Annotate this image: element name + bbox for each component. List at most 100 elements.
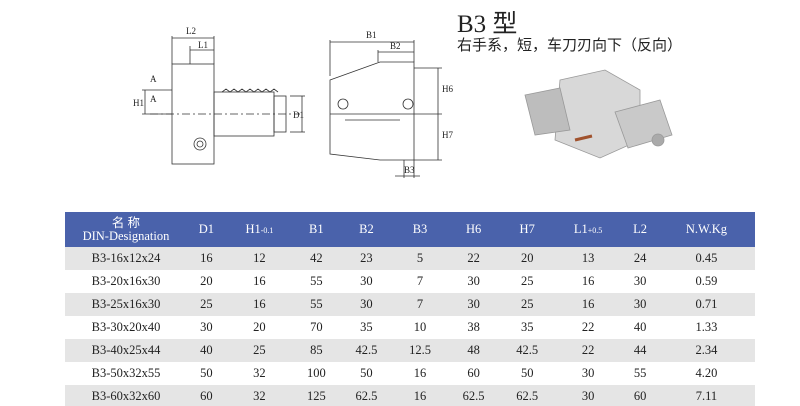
- dim-label-l2: L2: [186, 26, 196, 36]
- dim-label-h7: H7: [442, 130, 453, 140]
- table-cell: 4.20: [695, 366, 718, 380]
- table-cell: 5: [393, 247, 447, 270]
- table-cell: 35: [360, 320, 373, 334]
- table-cell: 62.5: [339, 385, 394, 406]
- cell-designation: B3-50x32x55: [91, 366, 161, 380]
- dim-label-b2: B2: [390, 41, 401, 51]
- header-label: L1: [573, 221, 588, 236]
- table-cell: 55: [633, 366, 647, 380]
- table-cell: 16: [253, 274, 266, 288]
- header-label: H7: [519, 222, 535, 236]
- table-cell: 60: [622, 385, 658, 406]
- table-cell: 16: [581, 274, 595, 288]
- table-cell: 16: [393, 385, 447, 406]
- table-cell: 50: [360, 366, 373, 380]
- table-cell: 22: [446, 247, 501, 270]
- table-cell: 23: [339, 247, 394, 270]
- header-b2: B2: [339, 212, 394, 247]
- table-cell: 100: [306, 366, 326, 380]
- dim-label-a: A: [150, 74, 157, 84]
- header-label: B1: [309, 222, 324, 236]
- table-cell: 40: [187, 339, 226, 362]
- table-cell: 85: [293, 339, 340, 362]
- table-cell: 16: [553, 293, 623, 316]
- table-cell: 48: [446, 339, 501, 362]
- table-cell: 16: [187, 247, 226, 270]
- header-name-en: DIN-Designation: [82, 228, 170, 243]
- page-title: B3 型: [457, 11, 518, 38]
- table-cell: 25: [520, 274, 534, 288]
- header-label: H1: [245, 221, 261, 236]
- header-l2: L2: [622, 212, 658, 247]
- header-l1: L1+0.5: [553, 212, 623, 247]
- table-cell: 55: [293, 293, 340, 316]
- header-label: L2: [633, 222, 648, 236]
- dim-label-d1: D1: [293, 110, 304, 120]
- table-cell: 12.5: [393, 339, 447, 362]
- table-cell: 25: [225, 339, 294, 362]
- table-cell: 12: [225, 247, 294, 270]
- product-3d-image: [524, 69, 673, 159]
- header-h7: H7: [500, 212, 554, 247]
- dim-label-b1: B1: [366, 30, 377, 40]
- side-view-drawing: [142, 36, 305, 165]
- table-cell: 55: [310, 274, 323, 288]
- header-nwkg: N.W.Kg: [657, 212, 755, 247]
- header-label: N.W.Kg: [685, 222, 728, 236]
- table-cell: 30: [339, 293, 394, 316]
- table-cell: 40: [633, 320, 647, 334]
- cell-designation: B3-30x20x40: [91, 320, 161, 334]
- table-cell: 62.5: [500, 385, 554, 406]
- table-cell: 25: [187, 293, 226, 316]
- page-subtitle: 右手系，短，车刀刃向下（反向）: [457, 36, 683, 54]
- header-b1: B1: [293, 212, 340, 247]
- header-tolerance: -0.1: [260, 225, 274, 235]
- table-cell: 32: [253, 366, 266, 380]
- table-cell: 30: [467, 274, 480, 288]
- dim-label-a: A: [150, 94, 157, 104]
- table-cell: 30: [360, 274, 373, 288]
- table-cell: 50: [520, 366, 534, 380]
- table-cell: 60: [467, 366, 480, 380]
- front-view-drawing: [329, 40, 442, 178]
- table-cell: 50: [200, 366, 213, 380]
- table-cell: 20: [200, 274, 213, 288]
- table-cell: 32: [225, 385, 294, 406]
- table-cell: 7.11: [657, 385, 755, 406]
- header-label: H6: [465, 222, 482, 236]
- table-cell: 42.5: [339, 339, 394, 362]
- table-cell: 30: [581, 366, 595, 380]
- header-label: D1: [198, 222, 215, 236]
- table-cell: 70: [310, 320, 323, 334]
- cell-designation: B3-20x16x30: [91, 274, 161, 288]
- table-cell: 1.33: [695, 320, 718, 334]
- cell-designation: B3-60x32x60: [65, 385, 187, 406]
- table-cell: 30: [200, 320, 213, 334]
- header-d1: D1: [187, 212, 226, 247]
- header-h1: H1-0.1: [225, 212, 294, 247]
- table-cell: 10: [413, 320, 427, 334]
- table-cell: 44: [622, 339, 658, 362]
- table-cell: 62.5: [446, 385, 501, 406]
- table-cell: 35: [520, 320, 534, 334]
- table-cell: 30: [446, 293, 501, 316]
- table-cell: 38: [467, 320, 480, 334]
- table-cell: 13: [553, 247, 623, 270]
- dim-label-h6: H6: [442, 84, 453, 94]
- header-h6: H6: [446, 212, 501, 247]
- table-cell: 25: [500, 293, 554, 316]
- cell-designation: B3-16x12x24: [65, 247, 187, 270]
- table-cell: 7: [416, 274, 424, 288]
- table-cell: 30: [553, 385, 623, 406]
- header-label: B2: [359, 222, 374, 236]
- cell-designation: B3-40x25x44: [65, 339, 187, 362]
